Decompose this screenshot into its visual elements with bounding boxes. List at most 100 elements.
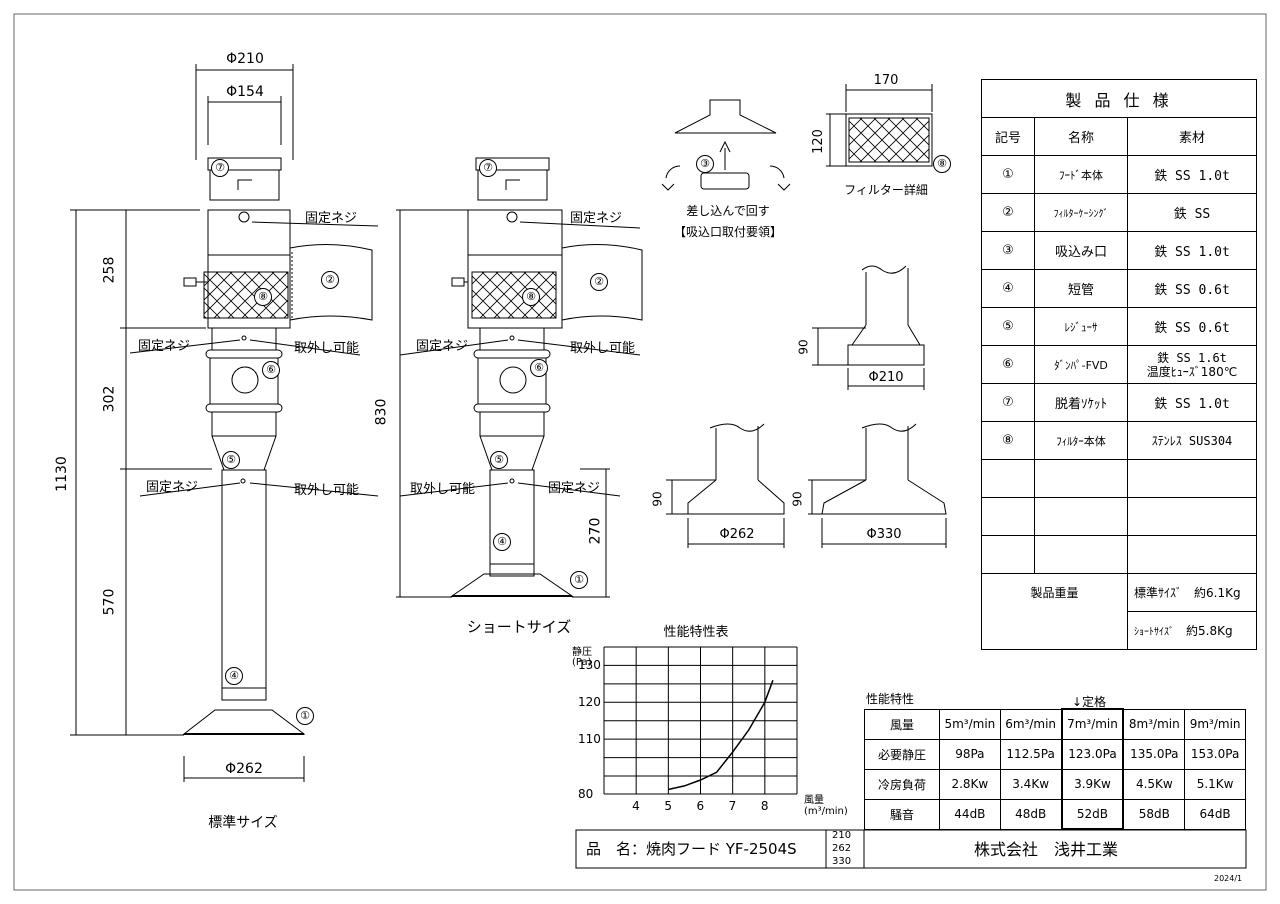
chart-x-tick-label: 8 xyxy=(760,799,769,813)
label-screw: 固定ネジ xyxy=(416,339,469,354)
perf-header-cell: 6m³/min xyxy=(999,708,1063,740)
perf-header-cell: 8m³/min xyxy=(1122,708,1186,740)
spec-no: ⑤ xyxy=(981,307,1035,346)
perf-row-label: 冷房負荷 xyxy=(864,768,940,800)
dim-270: 270 xyxy=(587,517,604,545)
reducer-330-drawing xyxy=(808,423,947,548)
label-removable: 取外し可能 xyxy=(294,483,360,498)
label-removable: 取外し可能 xyxy=(294,341,360,356)
dim-170: 170 xyxy=(873,73,899,88)
perf-cell: 153.0Pa xyxy=(1184,738,1246,770)
marker-7: ⑦ xyxy=(479,159,497,177)
label-short-size: ショートサイズ xyxy=(466,618,572,636)
spec-material: 鉄 SS 1.0t xyxy=(1127,155,1257,194)
chart-x-tick-label: 6 xyxy=(696,799,705,813)
spec-material: 鉄 SS 0.6t xyxy=(1127,307,1257,346)
perf-cell: 123.0Pa xyxy=(1060,738,1125,770)
spec-no: ⑧ xyxy=(981,421,1035,460)
label-removable: 取外し可能 xyxy=(570,341,636,356)
weight-std-value: 約6.1Kg xyxy=(1194,586,1241,600)
size-210: 210 xyxy=(832,830,852,841)
dim-phi210: Φ210 xyxy=(226,51,264,67)
perf-header-cell: 風量 xyxy=(864,708,940,740)
label-screw: 固定ネジ xyxy=(146,480,199,495)
spec-name: ﾌｨﾙﾀｰ本体 xyxy=(1034,421,1128,460)
perf-cell: 4.5Kw xyxy=(1122,768,1186,800)
perf-header-cell: 9m³/min xyxy=(1184,708,1246,740)
perf-title: 性能特性 xyxy=(866,692,915,706)
chart-y-tick-label: 110 xyxy=(578,732,601,747)
standard-size-drawing xyxy=(70,64,379,782)
table-row: 冷房負荷 2.8Kw 3.4Kw 3.9Kw 4.5Kw 5.1Kw xyxy=(864,768,1246,800)
perf-cell: 5.1Kw xyxy=(1184,768,1246,800)
dim-phi330-reducer: Φ330 xyxy=(866,527,902,542)
spec-material: 鉄 SS 1.6t xyxy=(1157,350,1227,365)
perf-header-cell: 7m³/min xyxy=(1060,708,1125,740)
spec-no: ③ xyxy=(981,231,1035,270)
spec-title: 製 品 仕 様 xyxy=(981,79,1257,118)
size-330: 330 xyxy=(832,856,852,867)
spec-material: 鉄 SS 0.6t xyxy=(1127,269,1257,308)
marker-5: ⑤ xyxy=(490,451,508,469)
spec-name: 脱着ｿｹｯﾄ xyxy=(1034,383,1128,422)
spec-material-note: 温度ﾋｭｰｽﾞ180℃ xyxy=(1146,364,1238,379)
label-intake-guide: 【吸込口取付要領】 xyxy=(673,225,783,239)
reducer-210-drawing xyxy=(812,265,925,390)
marker-8: ⑧ xyxy=(933,155,951,173)
marker-2: ② xyxy=(321,271,339,289)
marker-6: ⑥ xyxy=(530,359,548,377)
chart-grid xyxy=(603,646,798,795)
perf-table: 風量 5m³/min 6m³/min 7m³/min 8m³/min 9m³/m… xyxy=(864,708,1246,830)
dim-830: 830 xyxy=(373,398,390,426)
perf-cell: 2.8Kw xyxy=(939,768,1001,800)
marker-2: ② xyxy=(590,273,608,291)
dim-90: 90 xyxy=(790,491,805,507)
reducer-262-drawing xyxy=(666,423,785,548)
perf-header-cell: 5m³/min xyxy=(939,708,1001,740)
chart-xlabel: 風量 xyxy=(804,795,824,806)
spec-no: ① xyxy=(981,155,1035,194)
chart-x-tick-label: 7 xyxy=(728,799,737,813)
spec-no: ⑦ xyxy=(981,383,1035,422)
spec-material: 鉄 SS 1.0t xyxy=(1127,231,1257,270)
spec-name: ﾌｰﾄﾞ本体 xyxy=(1034,155,1128,194)
spec-no: ④ xyxy=(981,269,1035,308)
dim-phi210-reducer: Φ210 xyxy=(868,370,904,385)
spec-name: ﾌｨﾙﾀｰｹｰｼﾝｸﾞ xyxy=(1034,193,1128,232)
perf-cell: 112.5Pa xyxy=(999,738,1063,770)
dim-phi262-reducer: Φ262 xyxy=(719,527,755,542)
spec-material: 鉄 SS xyxy=(1127,193,1257,232)
dim-90: 90 xyxy=(796,339,811,355)
chart-y-tick-label: 80 xyxy=(578,787,594,801)
dim-1130: 1130 xyxy=(53,456,70,492)
label-screw: 固定ネジ xyxy=(305,211,358,226)
chart-xunit: (m³/min) xyxy=(804,806,848,817)
product-name: 品 名：焼肉フード YF-2504S xyxy=(586,840,797,858)
perf-cell: 98Pa xyxy=(939,738,1001,770)
chart-series-line xyxy=(668,679,774,791)
chart-yunit: (Pa) xyxy=(572,657,592,668)
perf-cell: 3.9Kw xyxy=(1060,768,1125,800)
spec-no: ⑥ xyxy=(981,345,1035,384)
perf-cell: 44dB xyxy=(939,798,1001,830)
title-block-frame xyxy=(575,829,1247,869)
chart-ylabel: 静圧 xyxy=(572,647,592,658)
perf-cell: 3.4Kw xyxy=(999,768,1063,800)
dim-90: 90 xyxy=(650,491,665,507)
company-name: 株式会社 浅井工業 xyxy=(973,840,1119,859)
perf-cell: 58dB xyxy=(1122,798,1186,830)
weight-label: 製品重量 xyxy=(981,573,1128,650)
marker-4: ④ xyxy=(493,533,511,551)
spec-header-no: 記号 xyxy=(981,117,1035,156)
marker-1: ① xyxy=(570,571,588,589)
sheet-border xyxy=(13,13,1267,891)
marker-3: ③ xyxy=(696,155,714,173)
dim-phi154: Φ154 xyxy=(226,84,264,100)
